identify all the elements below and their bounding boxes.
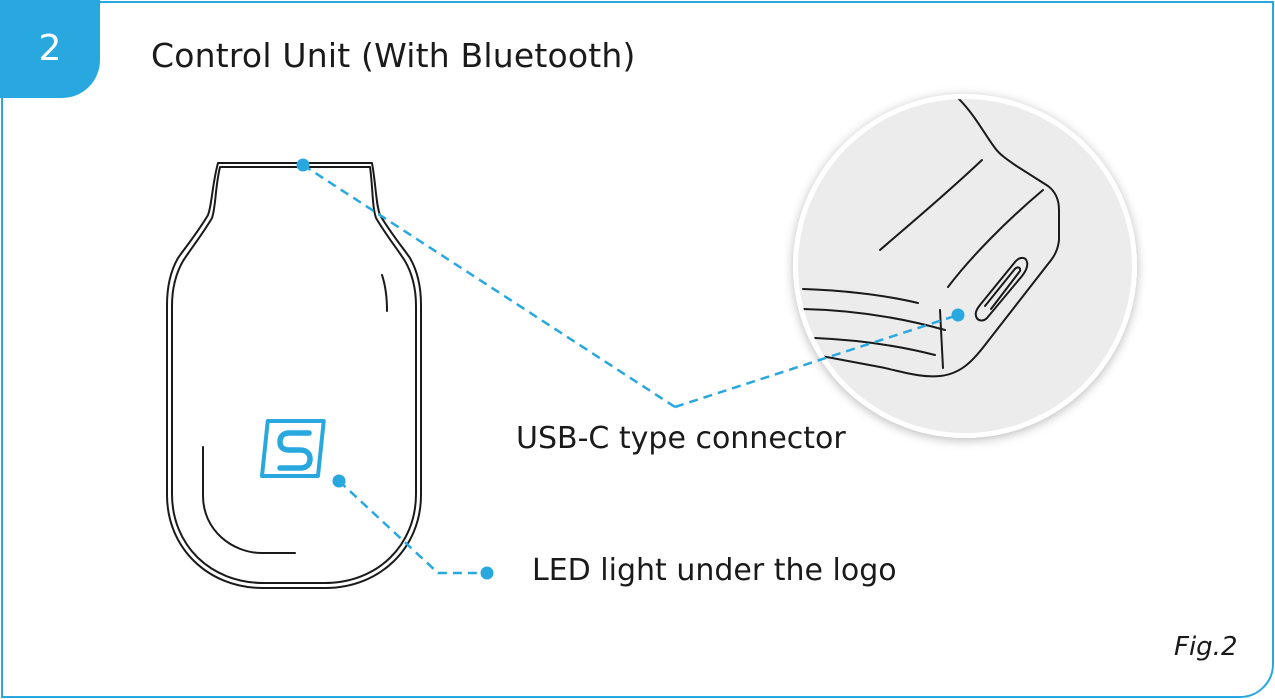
zoom-device-bottom-edge-3 — [814, 337, 936, 356]
zoom-device-facet-line-2 — [947, 189, 1044, 288]
led-callout-dot-label — [480, 566, 494, 580]
zoom-device-bottom-edge-2 — [802, 308, 946, 331]
s-logo-icon — [259, 419, 326, 478]
led-callout-line — [338, 480, 487, 575]
usb-callout-dot-device — [296, 158, 310, 172]
figure-title: Control Unit (With Bluetooth) — [151, 36, 636, 75]
callout-dots — [296, 158, 965, 580]
control-unit-device — [166, 162, 422, 589]
step-number-badge: 2 — [0, 0, 100, 98]
usb-c-port-inner — [984, 266, 1022, 310]
usb-callout-line-device — [302, 163, 676, 409]
usb-callout-dot-zoom — [951, 308, 965, 322]
zoom-device-bottom-edge-1 — [802, 288, 919, 304]
zoom-device-corner-line — [939, 309, 944, 369]
zoom-device-top-edge — [799, 99, 1060, 378]
usb-connector-label: USB-C type connector — [516, 421, 846, 456]
usb-callout-line-zoom — [674, 313, 959, 409]
device-inner-outline — [171, 166, 417, 584]
device-highlight-right — [381, 274, 388, 312]
device-highlight-bottom — [202, 446, 296, 554]
figure-number-label: Fig.2 — [1174, 632, 1238, 662]
callout-lines — [302, 163, 959, 575]
led-light-label: LED light under the logo — [532, 553, 897, 588]
device-outer-outline — [166, 162, 422, 589]
usb-c-port-magnified-view — [793, 94, 1137, 438]
led-callout-dot-logo — [332, 474, 346, 488]
zoom-device-facet-line — [879, 159, 983, 251]
usb-c-port-outer — [974, 256, 1029, 322]
